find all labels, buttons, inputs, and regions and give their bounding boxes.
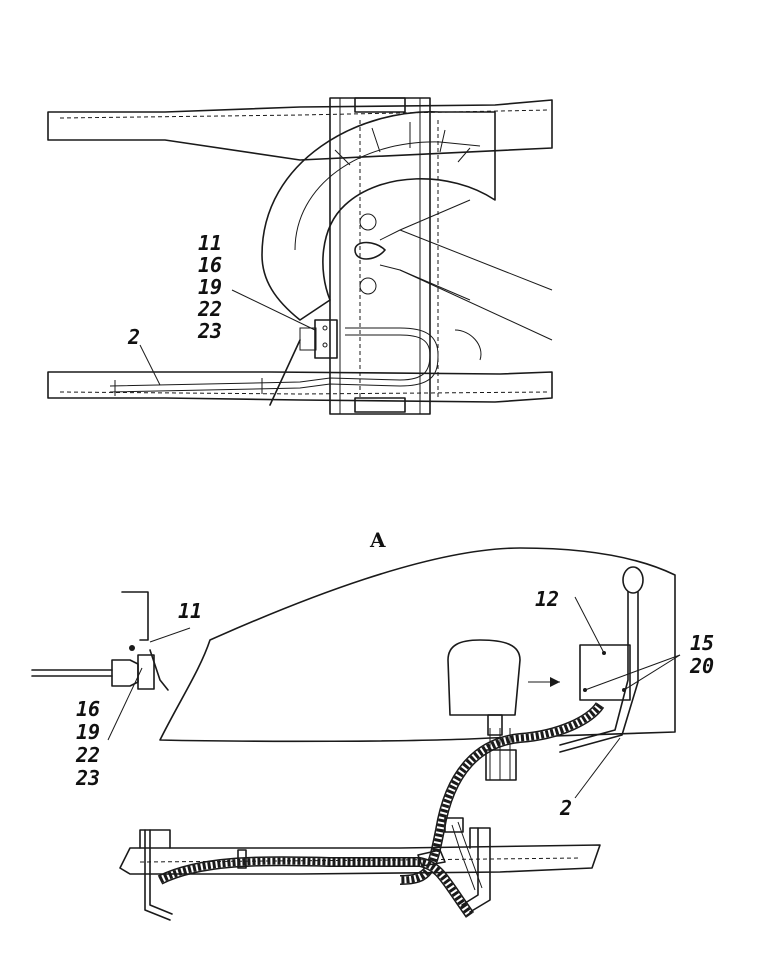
- callout-22: 22: [197, 297, 222, 321]
- bottom-rail: [119, 844, 601, 875]
- mounting-bracket: [121, 591, 149, 641]
- fender-view: [159, 547, 681, 753]
- view-label: A: [369, 528, 386, 552]
- callout-19: 19: [198, 275, 222, 299]
- callout-23-detail: 23: [75, 766, 100, 790]
- cross-member: [329, 97, 431, 415]
- limit-switch: [137, 654, 155, 690]
- main-harness: [157, 701, 605, 918]
- seat-back: [447, 639, 521, 716]
- callout-11: 11: [198, 231, 222, 255]
- top-switch: [314, 319, 338, 359]
- lower-frame-rail: [47, 371, 553, 403]
- callout-16: 16: [198, 253, 222, 277]
- callout-20: 20: [689, 654, 714, 678]
- callout-22-detail: 22: [75, 743, 100, 767]
- callout-16-detail: 16: [76, 697, 100, 721]
- top-callouts: 11 16 19 22 23 2: [127, 231, 222, 349]
- callout-19-detail: 19: [76, 720, 100, 744]
- coupling-plate: [261, 111, 496, 321]
- lamp: [622, 566, 644, 594]
- callout-15: 15: [690, 631, 714, 655]
- bottom-callouts: 11 16 19 22 23 12 15 20 2: [75, 587, 714, 820]
- chassis-rail: [119, 728, 601, 921]
- upper-frame-rail: [47, 99, 553, 161]
- callout-12: 12: [535, 587, 559, 611]
- callout-2-bottom: 2: [559, 796, 572, 820]
- callout-11-detail: 11: [178, 599, 202, 623]
- frame-plan-view: [47, 97, 553, 415]
- callout-23: 23: [197, 319, 222, 343]
- callout-2-top: 2: [127, 325, 140, 349]
- fender-outline: [159, 547, 676, 743]
- top-harness: [109, 334, 431, 387]
- switch-detail: [31, 591, 191, 741]
- junction-box: [579, 644, 631, 701]
